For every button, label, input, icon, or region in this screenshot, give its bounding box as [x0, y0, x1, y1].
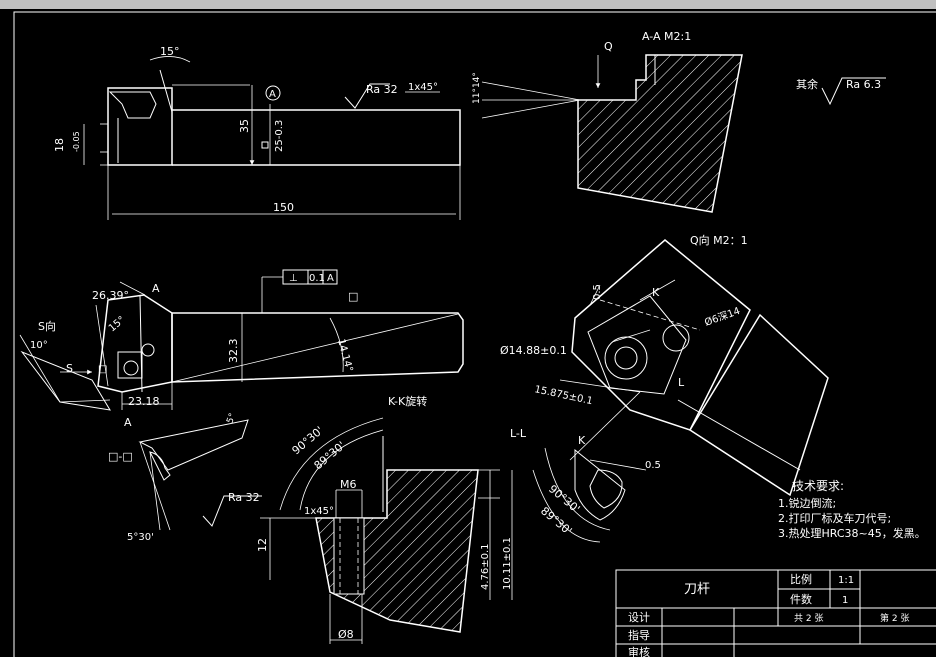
- q-view-l-right: L: [678, 376, 685, 389]
- top-view: [83, 56, 461, 220]
- q-view-dim-15875: 15.875±0.1: [533, 384, 593, 407]
- top-dim-25: 25-0.3: [274, 120, 285, 152]
- title-part-name: 刀杆: [684, 582, 710, 597]
- front-angle-10: 10°: [30, 340, 48, 351]
- top-angle-15: 15°: [160, 45, 180, 58]
- q-view-hole: Ø6深14: [703, 305, 742, 329]
- section-kk-title: K-K旋转: [388, 394, 427, 408]
- q-view-k-bottom: K: [578, 434, 586, 447]
- section-kk: [202, 417, 513, 644]
- top-dim-150: 150: [273, 201, 294, 214]
- title-review: 审核: [628, 645, 650, 657]
- title-guide: 指导: [628, 628, 650, 642]
- title-count-value: 1: [842, 595, 848, 606]
- q-view: [532, 239, 829, 543]
- front-tol-symbol: ⊥: [289, 273, 298, 284]
- title-sheet-no: 第 2 张: [880, 612, 909, 624]
- rest-roughness-prefix: 其余: [796, 77, 818, 91]
- tech-req-item-3: 3.热处理HRC38~45，发黑。: [778, 526, 926, 540]
- section-kk-roughness: Ra 32: [228, 491, 260, 504]
- section-box-label: □-□: [108, 450, 133, 463]
- title-block: [615, 569, 936, 657]
- q-view-ll-label: L-L: [510, 427, 527, 440]
- front-dim-2318: 23.18: [128, 395, 160, 408]
- section-kk-dim-1011: 10.11±0.1: [502, 537, 513, 590]
- section-kk-chamfer: 1x45°: [304, 506, 334, 517]
- section-kk-angle-8930: 89°30': [312, 439, 348, 472]
- front-angle-15: 15°: [107, 314, 128, 334]
- section-aa-angle: 11°14°: [472, 72, 482, 104]
- top-roughness: Ra 32: [366, 83, 398, 96]
- front-tol-datum: A: [327, 273, 334, 284]
- tech-req-title: 技术要求:: [792, 479, 844, 493]
- section-box-view: [138, 419, 249, 531]
- section-kk-thread: M6: [340, 478, 357, 491]
- section-aa-title: A-A M2:1: [642, 30, 691, 43]
- top-dim-18: 18: [53, 138, 66, 152]
- title-sheets-total: 共 2 张: [794, 613, 823, 624]
- title-scale-value: 1:1: [838, 575, 854, 586]
- front-tol-value: 0.1: [309, 273, 325, 284]
- front-label-a-bottom: A: [124, 416, 132, 429]
- section-box-angle-530: 5°30': [127, 532, 154, 543]
- section-aa-arrow-q: Q: [604, 40, 613, 53]
- q-view-dim-05-bottom: 0.5: [645, 460, 661, 471]
- front-angle-2639: 26.39°: [92, 289, 129, 302]
- window-top-strip: [0, 0, 936, 9]
- section-kk-dim-phi8: Ø8: [338, 628, 354, 641]
- front-label-a-top: A: [152, 282, 160, 295]
- q-view-k-top: K: [652, 286, 660, 299]
- section-kk-dim-476: 4.76±0.1: [480, 543, 491, 590]
- section-box-angle-5: 5°: [225, 412, 238, 425]
- top-dim-35: 35: [238, 119, 251, 133]
- front-box-mark: □: [348, 290, 358, 303]
- title-scale-label: 比例: [790, 572, 812, 586]
- rest-roughness-value: Ra 6.3: [846, 78, 881, 91]
- top-dim-18-tol: -0.05: [72, 131, 81, 152]
- front-box-small: □: [98, 364, 107, 375]
- section-kk-dim-12: 12: [256, 538, 269, 552]
- front-view: [19, 269, 464, 411]
- section-kk-angle-9030: 90°30': [290, 424, 326, 457]
- tech-req-item-1: 1.锐边倒流;: [778, 496, 836, 510]
- front-s-view-label: S向: [38, 319, 56, 333]
- title-count-label: 件数: [790, 593, 812, 606]
- front-dim-323: 32.3: [227, 339, 240, 364]
- drawing-border: [13, 11, 936, 657]
- top-chamfer: 1x45°: [408, 82, 438, 93]
- front-angle-1414: 14.14°: [335, 338, 354, 373]
- title-designer: 设计: [628, 611, 650, 624]
- front-s-arrow: S: [66, 362, 73, 375]
- q-view-dim-phi1488: Ø14.88±0.1: [500, 344, 567, 357]
- tech-req-item-2: 2.打印厂标及车刀代号;: [778, 511, 891, 525]
- q-view-title: Q向 M2：1: [690, 233, 748, 247]
- q-view-dim-05-top: 0.5: [592, 284, 603, 300]
- rest-roughness-symbol: [821, 77, 886, 106]
- section-aa: [481, 54, 743, 213]
- top-datum-a: A: [269, 89, 276, 100]
